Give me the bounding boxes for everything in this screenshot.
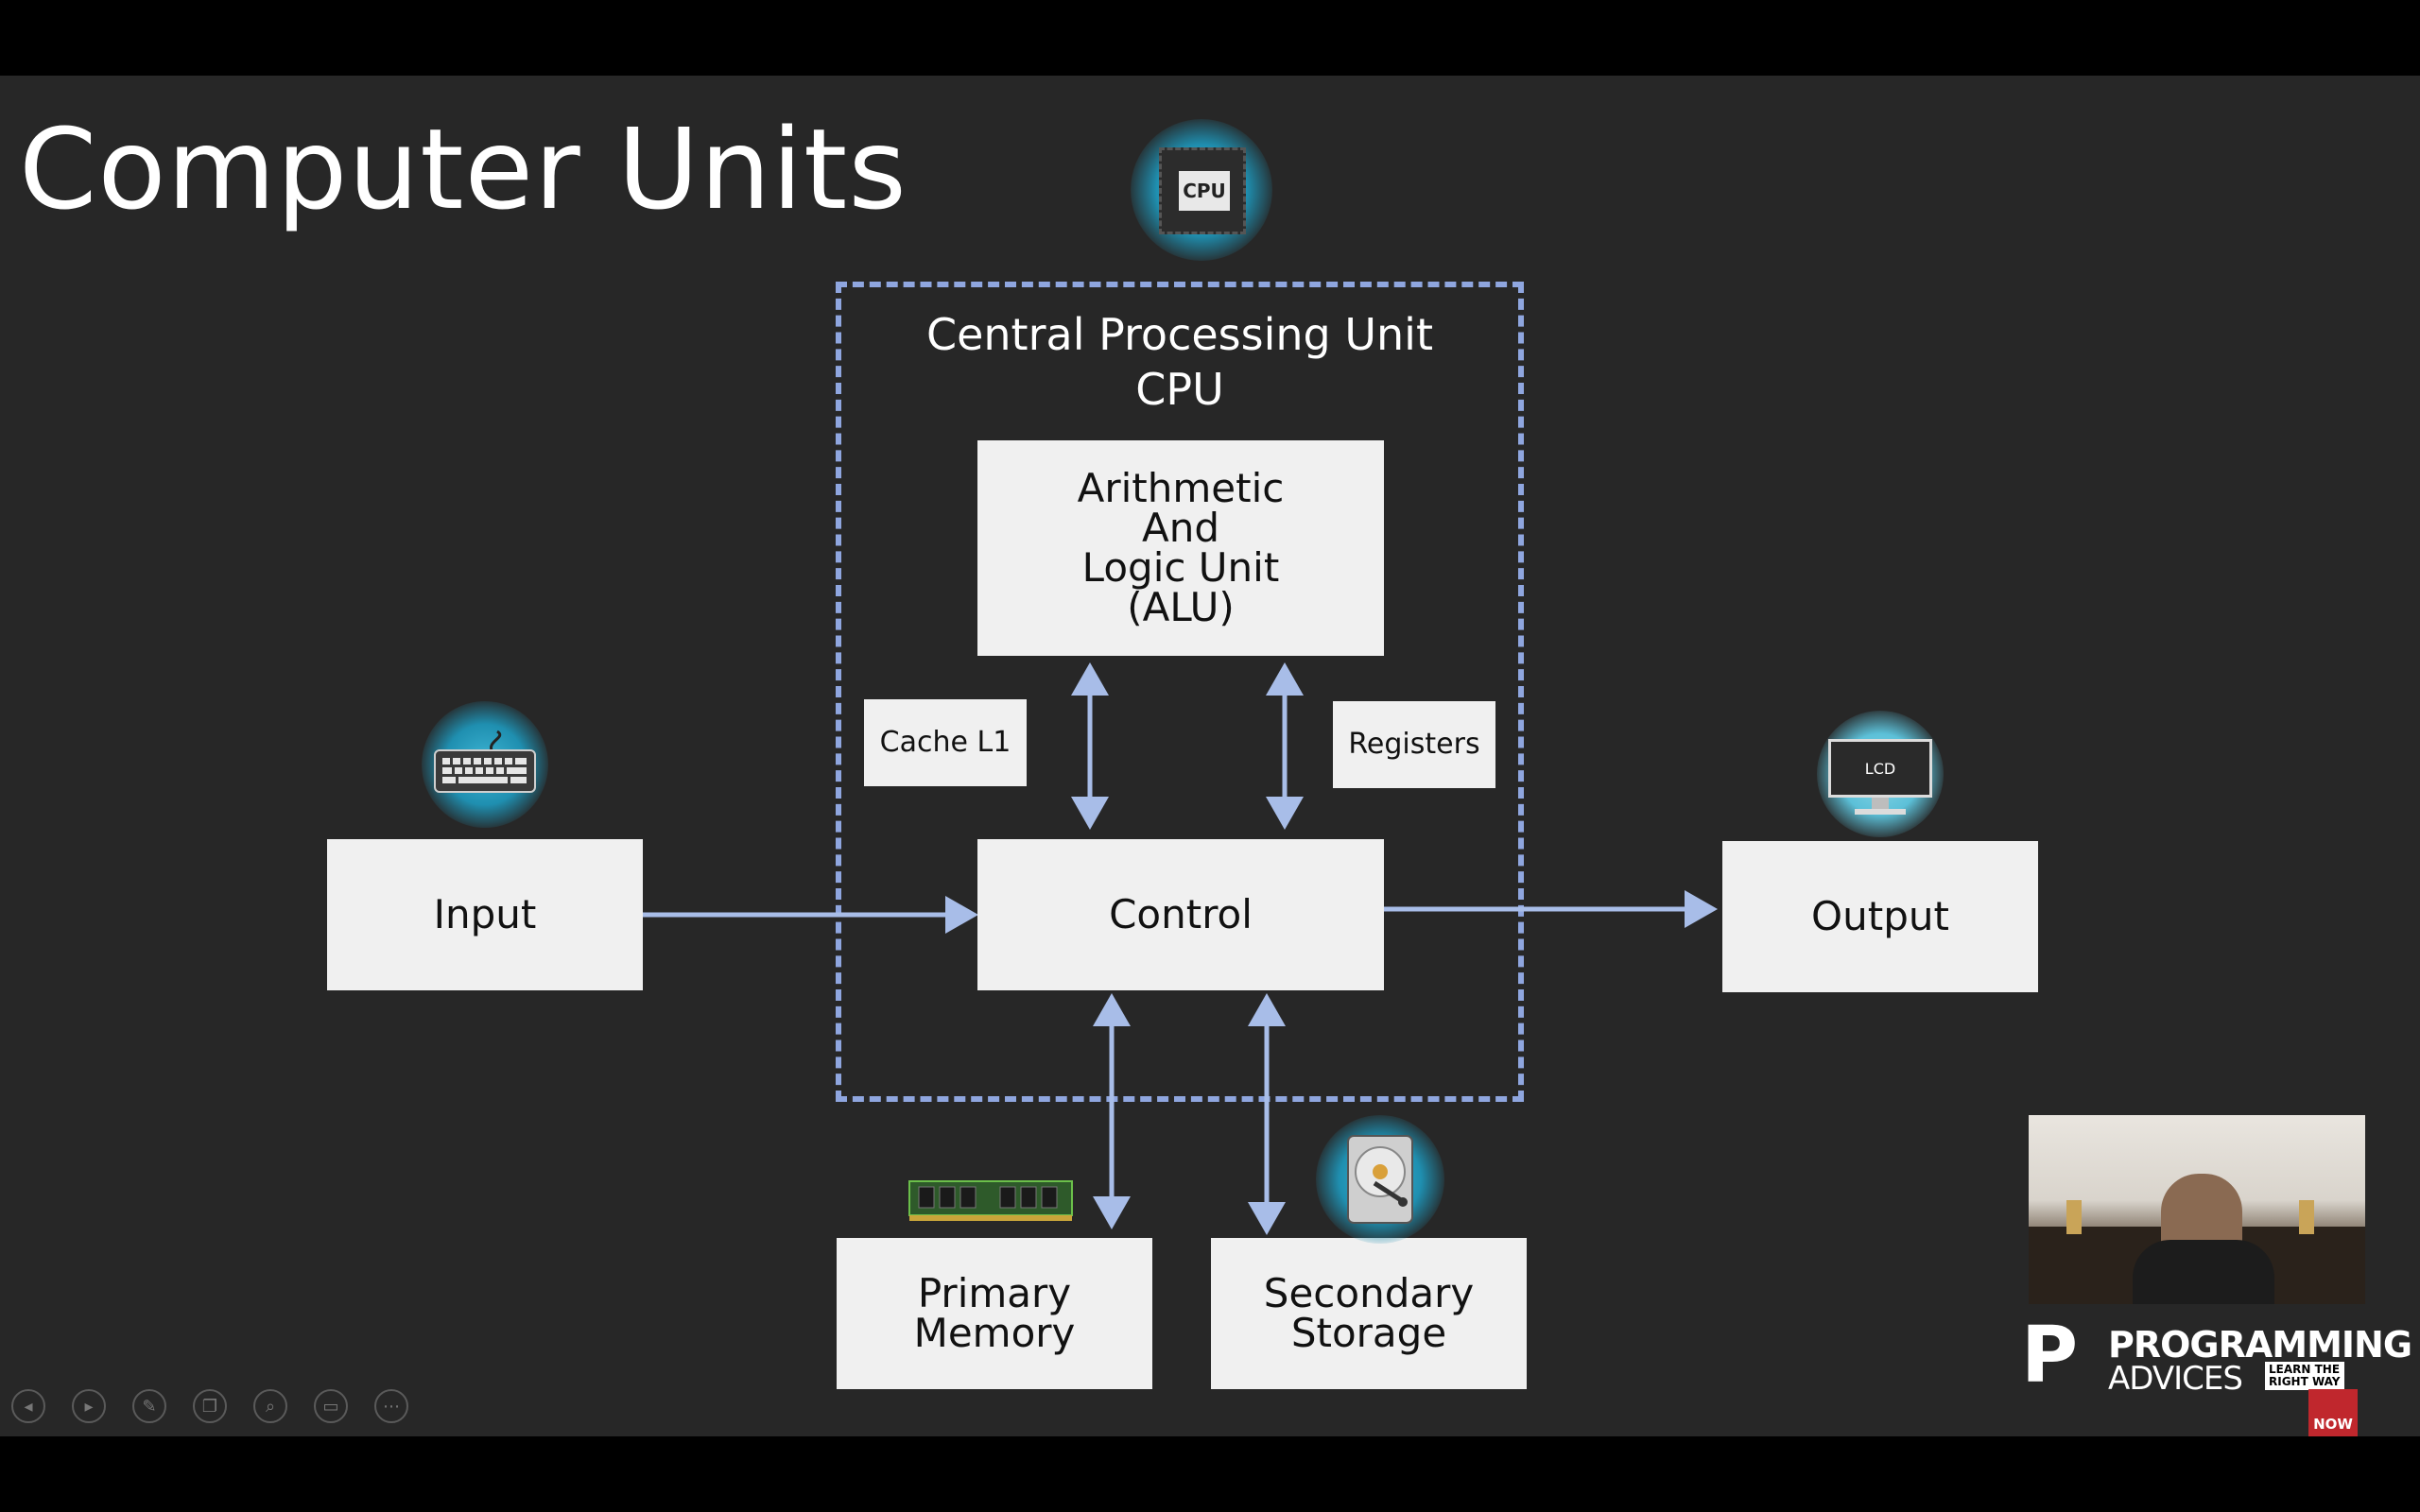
bottom-letterbox (0, 1436, 2420, 1512)
control-box: Control (977, 839, 1384, 990)
hard-drive-icon (1347, 1135, 1413, 1224)
slides-icon: ❐ (201, 1396, 218, 1417)
monitor-icon: LCD (1828, 739, 1932, 818)
next-icon: ▸ (84, 1396, 94, 1417)
pen-icon: ✎ (142, 1396, 157, 1417)
slide-canvas (0, 76, 2420, 1436)
registers-box: Registers (1333, 701, 1495, 788)
cpu-frame-title: Central Processing Unit CPU (925, 309, 1433, 415)
pen-tool-button[interactable]: ✎ (132, 1389, 166, 1423)
brand-tagline: LEARN THE RIGHT WAY (2265, 1362, 2344, 1390)
cpu-dashed-frame (836, 282, 1524, 1102)
input-box: Input (327, 839, 643, 990)
subtitles-icon: ▭ (322, 1396, 339, 1417)
subtitles-button[interactable]: ▭ (314, 1389, 348, 1423)
brand-p-logo-icon: P (2021, 1311, 2079, 1400)
brand-line2: ADVICES (2108, 1360, 2243, 1398)
next-slide-button[interactable]: ▸ (72, 1389, 106, 1423)
top-letterbox (0, 0, 2420, 76)
monitor-label: LCD (1828, 739, 1932, 798)
zoom-button[interactable]: ⌕ (253, 1389, 287, 1423)
cpu-chip-label: CPU (1179, 171, 1230, 211)
previous-slide-button[interactable]: ◂ (11, 1389, 45, 1423)
primary-memory-box: Primary Memory (837, 1238, 1152, 1389)
ram-module-icon (908, 1180, 1073, 1221)
more-options-button[interactable]: ⋯ (374, 1389, 408, 1423)
see-all-slides-button[interactable]: ❐ (193, 1389, 227, 1423)
alu-box: Arithmetic And Logic Unit (ALU) (977, 440, 1384, 656)
secondary-storage-box: Secondary Storage (1211, 1238, 1527, 1389)
keyboard-icon (434, 730, 536, 793)
channel-logo: P PROGRAMMING ADVICES LEARN THE RIGHT WA… (2021, 1311, 2412, 1400)
brand-line1: PROGRAMMING (2108, 1324, 2412, 1366)
cache-l1-box: Cache L1 (864, 699, 1027, 786)
cpu-chip-icon: CPU (1159, 147, 1246, 234)
previous-icon: ◂ (24, 1396, 33, 1417)
output-box: Output (1722, 841, 2038, 992)
presenter-webcam-overlay (2029, 1115, 2365, 1304)
slide-title: Computer Units (19, 104, 908, 234)
zoom-icon: ⌕ (265, 1396, 276, 1417)
more-icon: ⋯ (383, 1396, 400, 1417)
